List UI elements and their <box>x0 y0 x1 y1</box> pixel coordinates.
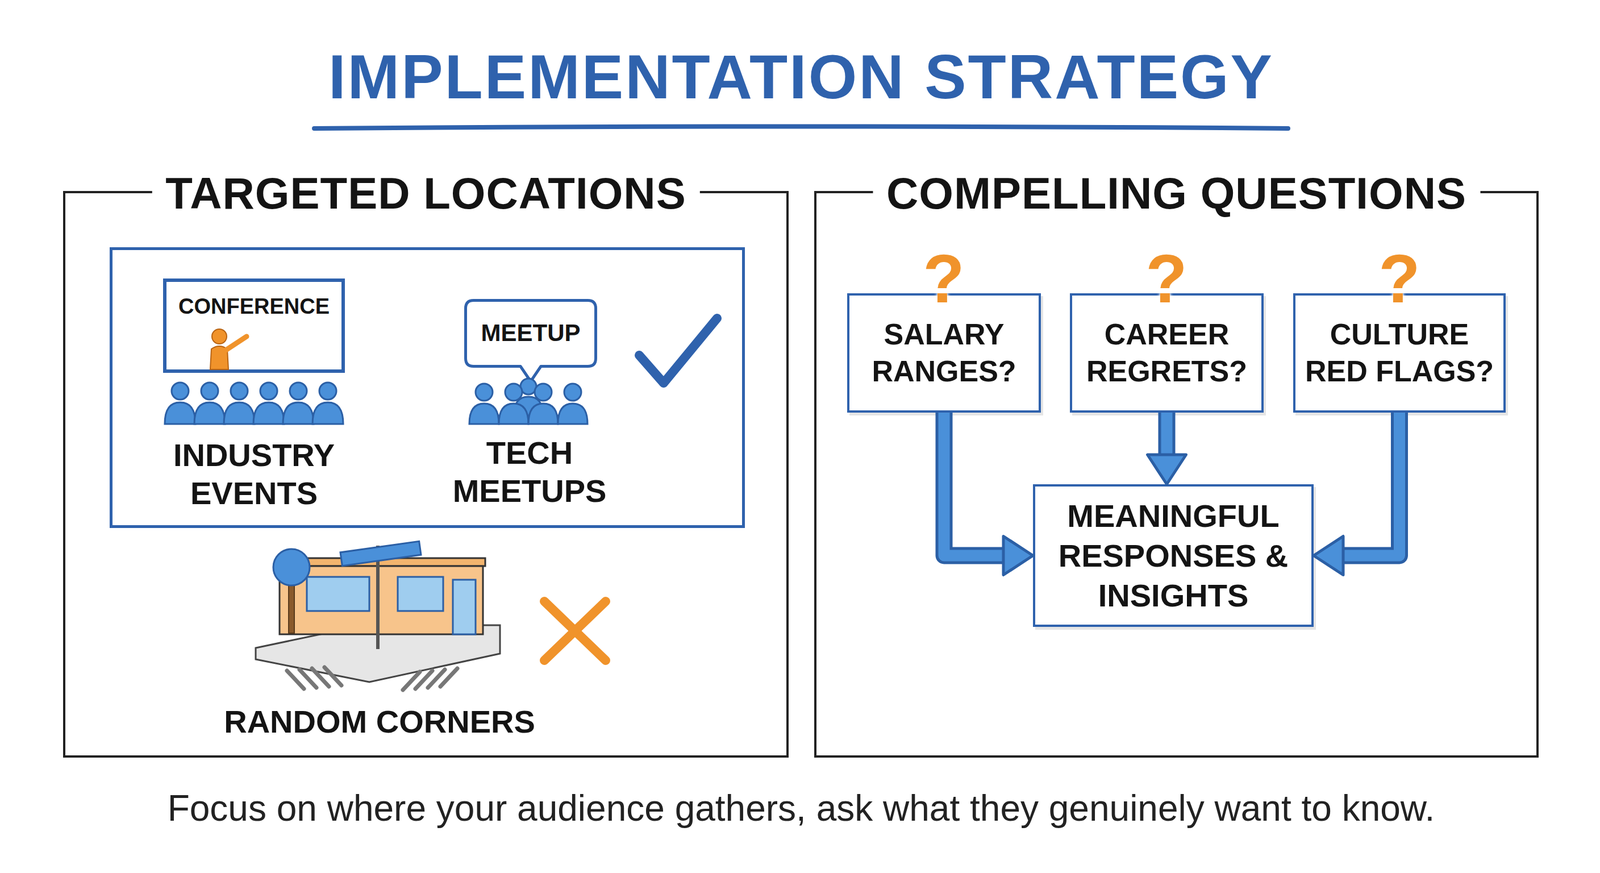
crosswalk-stripe <box>415 670 433 689</box>
person-head <box>260 382 278 400</box>
audience-group <box>164 382 344 424</box>
person-body <box>282 402 314 424</box>
flow-arrow <box>944 412 1034 575</box>
diagram-caption: Focus on where your audience gathers, as… <box>167 789 1436 827</box>
meetup-group <box>469 378 588 424</box>
screen-label: CONFERENCE <box>178 293 330 321</box>
presenter-head <box>211 328 227 344</box>
crosswalk-stripe <box>440 668 458 687</box>
cross-stroke <box>544 601 606 661</box>
bubble-label: MEETUP <box>480 318 581 349</box>
person-head <box>505 383 523 401</box>
crosswalk-stripe <box>286 670 304 689</box>
conference-screen: CONFERENCE <box>163 278 345 373</box>
crosswalk-stripe <box>427 669 445 688</box>
person-head <box>475 383 493 401</box>
tree-canopy <box>273 548 310 586</box>
crosswalk <box>286 667 458 690</box>
result-text: MEANINGFUL RESPONSES & INSIGHTS <box>1035 496 1312 616</box>
person-head <box>230 382 248 400</box>
arrow-body <box>944 412 1008 556</box>
shop-window <box>397 576 444 611</box>
sidewalk <box>255 625 500 682</box>
presenter-body <box>210 346 229 370</box>
question-text: CAREER REGRETS? <box>1072 315 1262 390</box>
person-body <box>513 396 544 416</box>
person-head <box>289 382 307 400</box>
location-label: TECH MEETUPS <box>427 433 632 510</box>
location-label: INDUSTRY EVENTS <box>151 435 357 512</box>
crosswalk-stripe <box>299 669 317 688</box>
person-body <box>528 403 558 424</box>
section-panel: COMPELLING QUESTIONSSALARY RANGES?CAREER… <box>814 190 1539 758</box>
presenter-arm <box>225 336 247 351</box>
shop-door <box>452 579 476 635</box>
sign-post <box>376 545 380 649</box>
arrow-outline <box>944 412 1008 556</box>
cross-stroke <box>544 601 606 661</box>
section-panel: TARGETED LOCATIONSCONFERENCEMEETUP <box>63 190 789 758</box>
person-body <box>223 402 255 424</box>
arrow-head <box>1003 536 1033 575</box>
arrow-head <box>1313 536 1344 575</box>
person-body <box>469 403 499 424</box>
panel-heading: TARGETED LOCATIONS <box>151 171 700 216</box>
arrow-head <box>1147 454 1187 485</box>
question-box: SALARY RANGES? <box>847 293 1041 413</box>
crosswalk-stripe <box>402 671 420 690</box>
person-body <box>498 403 529 424</box>
location-label: RANDOM CORNERS <box>223 702 536 741</box>
flow-arrow <box>1147 412 1187 485</box>
flow-arrow <box>1313 412 1400 575</box>
result-box: MEANINGFUL RESPONSES & INSIGHTS <box>1032 484 1314 627</box>
person-head <box>534 383 552 401</box>
speech-bubble: MEETUP <box>464 298 598 368</box>
question-text: CULTURE RED FLAGS? <box>1295 315 1504 390</box>
highlight-group: CONFERENCE MEETUP <box>109 247 745 528</box>
person-head <box>201 382 219 400</box>
person-body <box>194 402 225 424</box>
building-front <box>279 565 483 635</box>
bubble-path <box>465 300 597 382</box>
panel-heading: COMPELLING QUESTIONS <box>872 171 1481 216</box>
person-body <box>312 402 344 424</box>
person-head <box>319 382 337 400</box>
person-body <box>557 403 588 424</box>
diagram-title: IMPLEMENTATION STRATEGY <box>328 45 1274 108</box>
question-box: CULTURE RED FLAGS? <box>1293 293 1506 413</box>
person-head <box>171 382 189 400</box>
title-underline <box>314 126 1289 129</box>
cross-mark <box>544 601 606 661</box>
question-box: CAREER REGRETS? <box>1069 293 1264 413</box>
street-sign <box>340 540 422 566</box>
presenter-figure <box>210 328 247 370</box>
building-roof <box>277 557 486 566</box>
tree-trunk <box>288 573 295 633</box>
person-body <box>253 402 285 424</box>
question-text: SALARY RANGES? <box>849 315 1039 390</box>
arrow-outline <box>1158 412 1176 458</box>
street-corner-illustration <box>255 540 500 690</box>
shop-window <box>306 576 370 611</box>
arrow-body <box>1339 412 1400 556</box>
person-body <box>164 402 196 424</box>
crosswalk-stripe <box>324 667 342 686</box>
person-head <box>564 383 582 401</box>
arrow-body <box>1161 412 1173 458</box>
person-head <box>520 378 537 395</box>
arrow-outline <box>1339 412 1400 556</box>
crosswalk-stripe <box>311 668 329 687</box>
check-mark <box>639 318 718 383</box>
